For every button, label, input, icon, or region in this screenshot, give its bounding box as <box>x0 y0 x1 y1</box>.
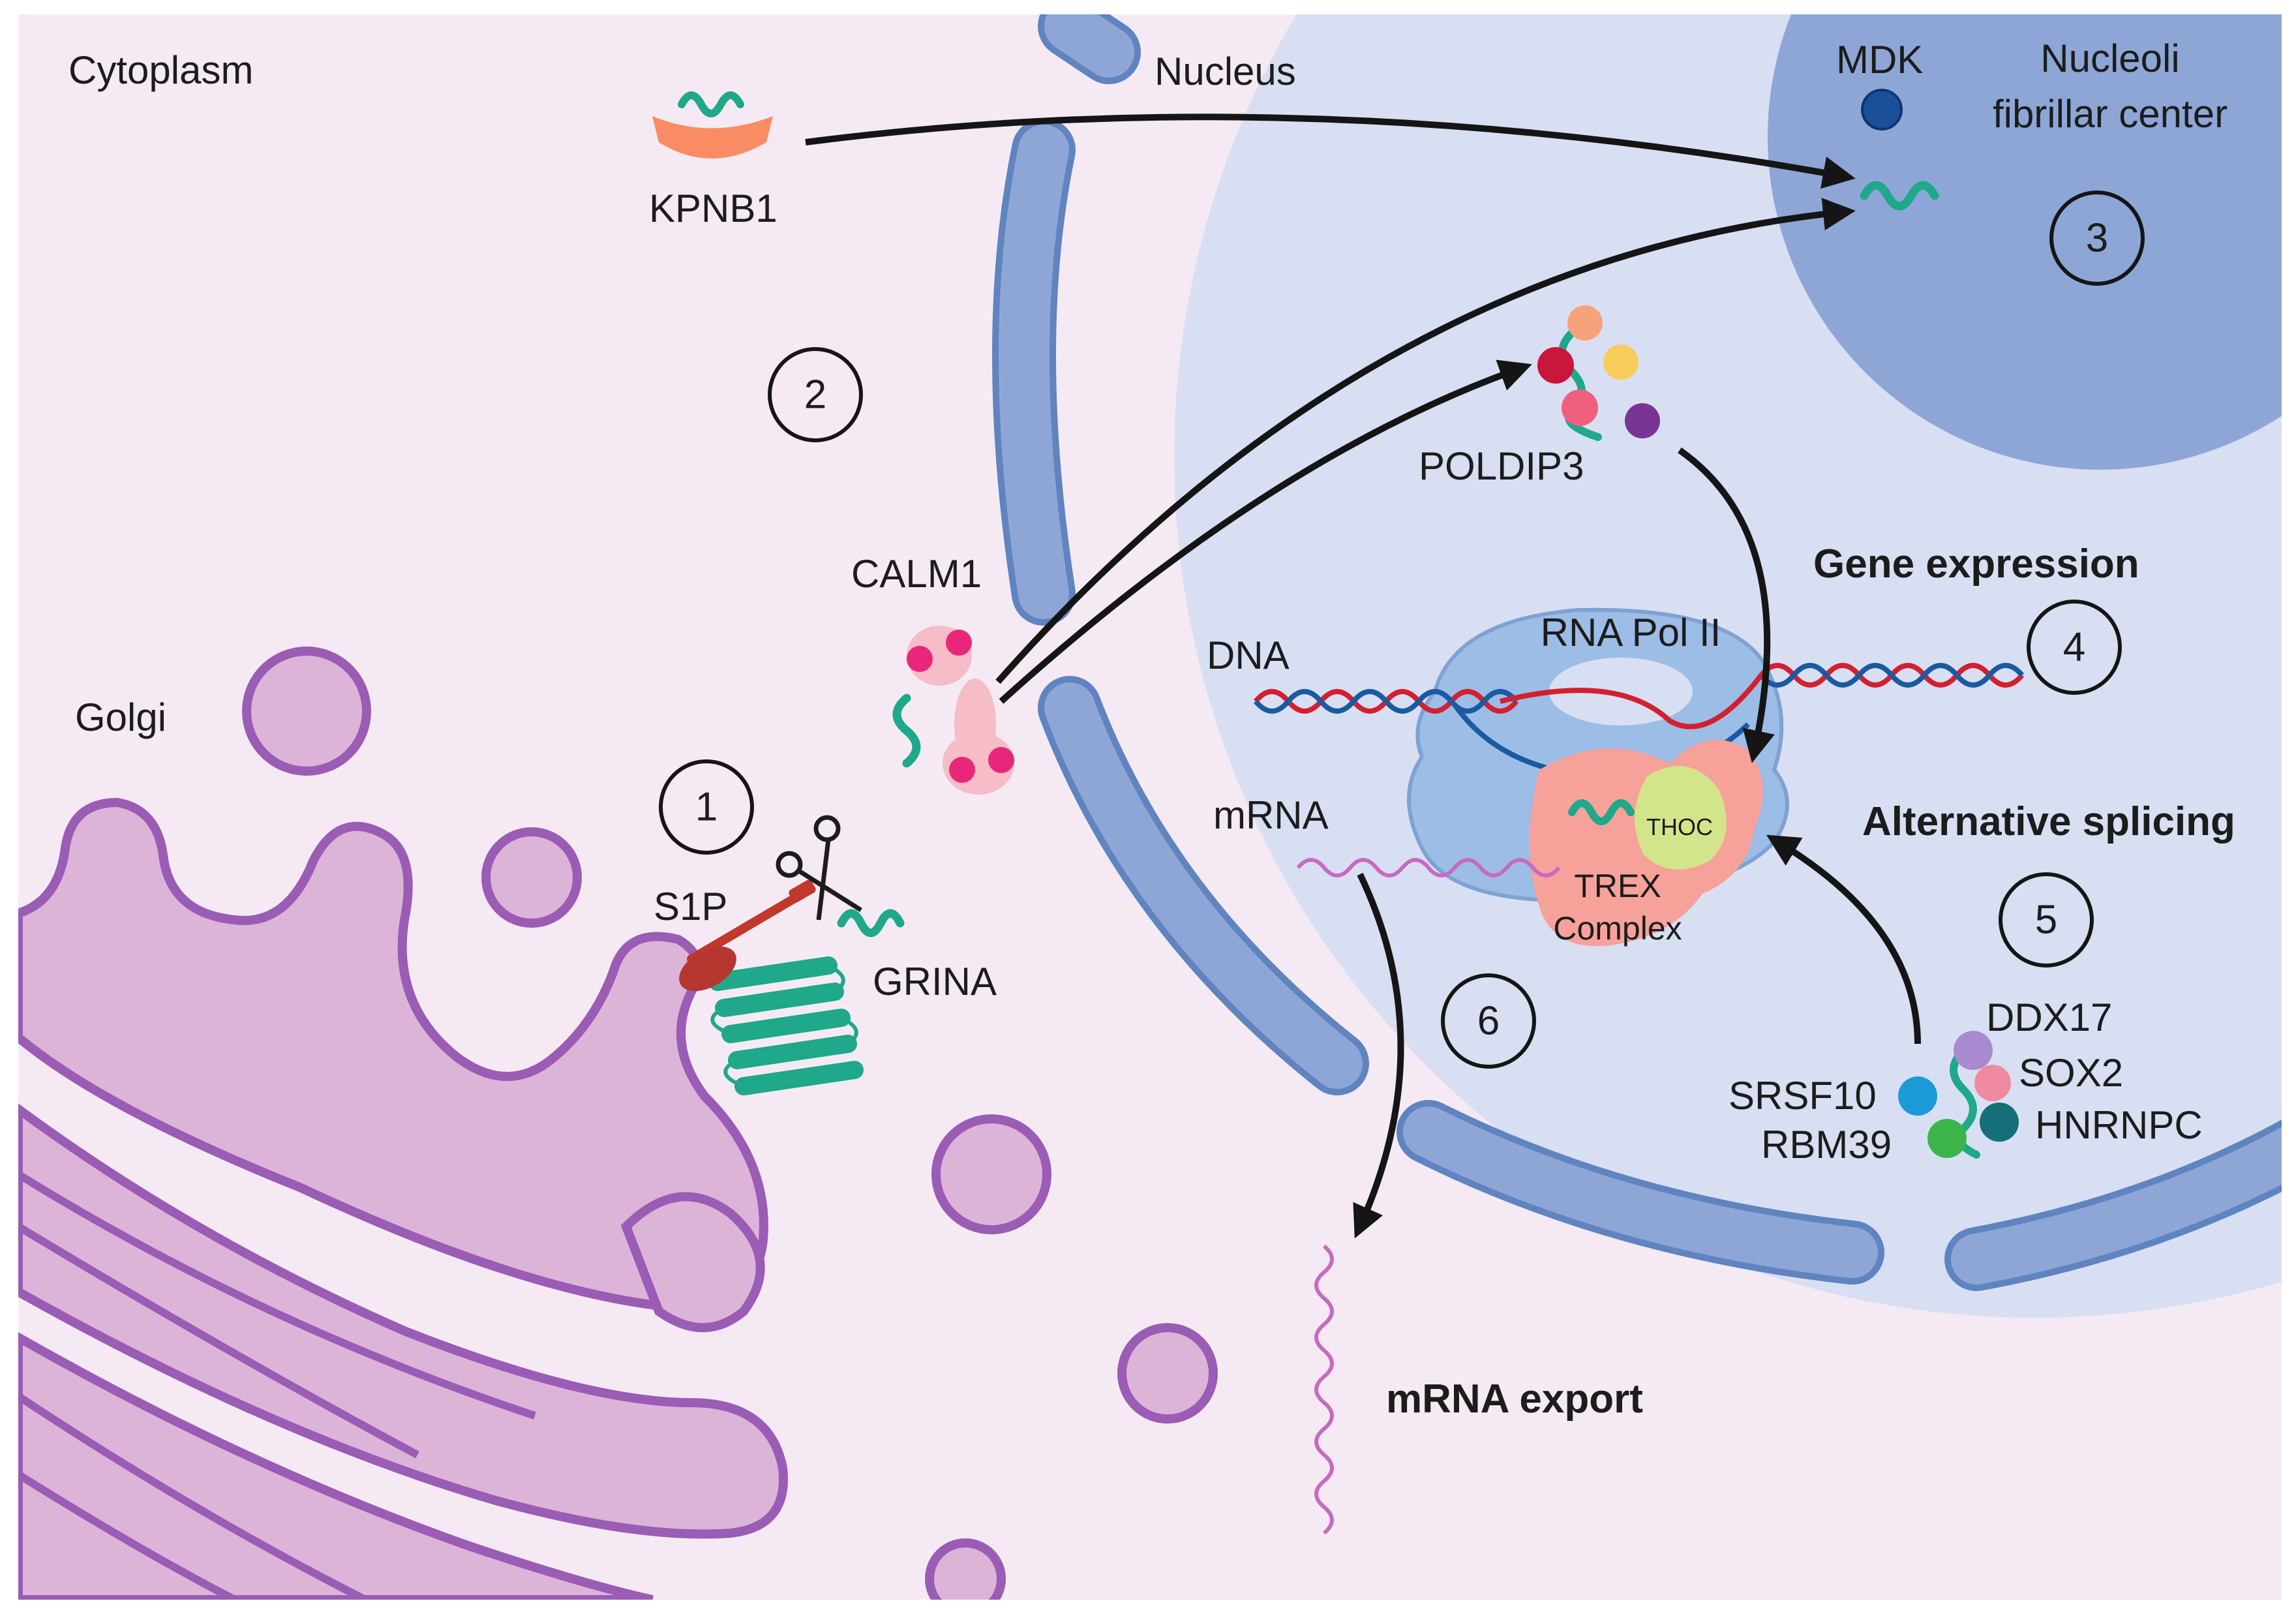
grina-fragment-nucleolus <box>1860 181 1939 211</box>
nucleolus-fibrillar-center <box>1768 14 2282 470</box>
mdk-label: MDK <box>1836 38 1923 82</box>
svg-text:6: 6 <box>1477 999 1500 1044</box>
mrna-strand <box>1296 858 1561 877</box>
mdk-protein-sphere <box>1861 89 1903 130</box>
thoc-label: THOC <box>1646 814 1713 840</box>
step-3: 3 <box>2049 191 2145 286</box>
poldip3-complex <box>1537 305 1660 441</box>
exported-mrna-strand <box>1314 1244 1334 1535</box>
arrow-kpnb1-to-nucleolus <box>805 114 1856 189</box>
svg-text:3: 3 <box>2086 216 2108 261</box>
poldip3-label: POLDIP3 <box>1419 444 1584 488</box>
rbm39-label: RBM39 <box>1761 1123 1892 1166</box>
alternative-splicing-label: Alternative splicing <box>1862 799 2235 844</box>
trex-label-line2: Complex <box>1553 910 1682 947</box>
nucleoli-label-line2: fibrillar center <box>1993 92 2228 136</box>
step-4: 4 <box>2027 600 2122 695</box>
svg-text:4: 4 <box>2063 625 2085 670</box>
arrow-calm1-to-nucleolus <box>995 198 1856 684</box>
golgi-cisternae-lines <box>18 1170 536 1600</box>
sox2-label: SOX2 <box>2019 1051 2123 1095</box>
svg-text:1: 1 <box>695 785 718 830</box>
arrow-poldip3-to-trex <box>1678 447 1775 763</box>
mrna-export-label: mRNA export <box>1386 1377 1643 1422</box>
arrows <box>805 114 1921 1239</box>
trex-complex <box>1530 740 1763 947</box>
s1p-protease <box>679 879 816 992</box>
dna-double-helix <box>1253 663 2025 729</box>
step-5: 5 <box>1999 872 2094 968</box>
rna-pol-ii-label: RNA Pol II <box>1541 611 1721 654</box>
svg-text:2: 2 <box>804 373 826 418</box>
trex-label-line1: TREX <box>1574 868 1661 904</box>
grina-loops <box>710 964 858 1088</box>
grina-protein <box>708 956 864 1095</box>
calm1-label: CALM1 <box>851 552 982 596</box>
hnrnpc-label: HNRNPC <box>2035 1103 2203 1147</box>
ddx17-label: DDX17 <box>1986 996 2112 1039</box>
s1p-label: S1P <box>654 885 727 928</box>
golgi-label: Golgi <box>75 695 166 739</box>
calm1-protein <box>892 626 1014 795</box>
kpnb1-protein <box>652 91 773 159</box>
nucleus-label: Nucleus <box>1155 50 1296 93</box>
golgi-apparatus <box>18 647 1218 1600</box>
gene-expression-label: Gene expression <box>1813 541 2139 587</box>
mrna-label: mRNA <box>1213 793 1329 837</box>
step-6: 6 <box>1441 973 1536 1069</box>
kpnb1-label: KPNB1 <box>649 187 778 230</box>
grina-label: GRINA <box>873 960 997 1003</box>
nucleoli-label-line1: Nucleoli <box>2040 37 2179 80</box>
scissors-icon <box>776 815 862 921</box>
svg-text:5: 5 <box>2035 898 2057 943</box>
arrow-mrna-export <box>1353 872 1404 1239</box>
srsf10-label: SRSF10 <box>1729 1074 1877 1118</box>
cytoplasm-label: Cytoplasm <box>68 48 253 92</box>
step-2: 2 <box>768 347 863 442</box>
grina-cleaved-fragment <box>837 909 905 938</box>
splicing-factor-complex <box>1898 1031 2019 1159</box>
nuclear-envelope <box>992 14 2282 1291</box>
arrow-calm1-to-poldip3 <box>999 359 1532 704</box>
dna-label: DNA <box>1207 633 1290 677</box>
arrow-splicing-to-trex <box>1766 834 1921 1044</box>
step-markers: 1 2 3 4 5 6 <box>659 191 2145 1069</box>
step-1: 1 <box>659 759 754 855</box>
